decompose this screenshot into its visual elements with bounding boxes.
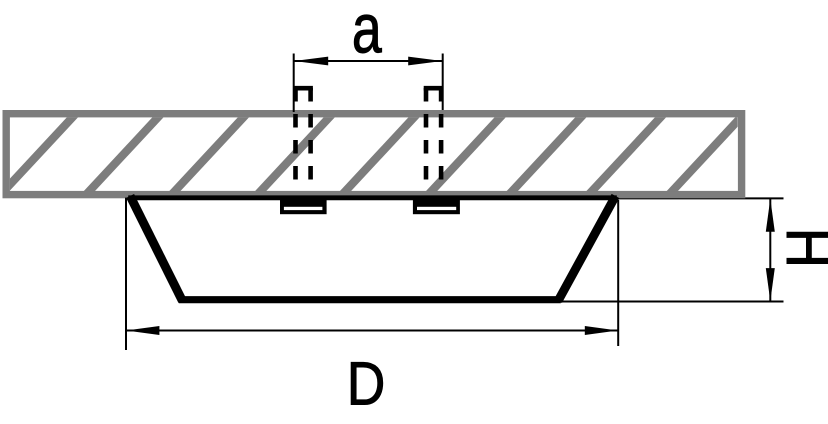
- svg-text:a: a: [352, 0, 382, 68]
- svg-text:H: H: [773, 228, 828, 269]
- svg-text:D: D: [347, 350, 386, 418]
